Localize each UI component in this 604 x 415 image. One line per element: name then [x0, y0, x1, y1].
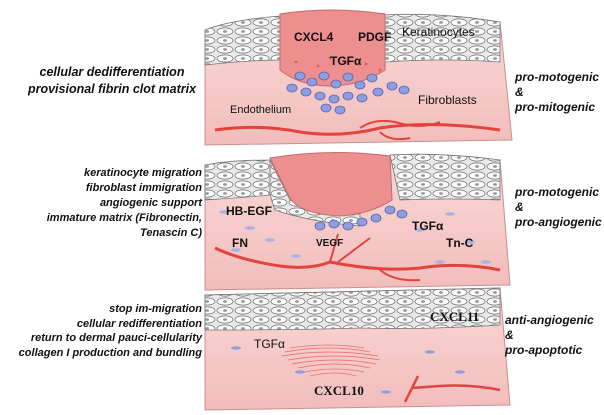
panel3-right-text: anti-angiogenic & pro-apoptotic: [505, 313, 604, 358]
panel2-left-text: keratinocyte migration fibroblast immigr…: [20, 166, 202, 241]
label-fn: FN: [232, 236, 248, 250]
panel3-right-line-1: anti-angiogenic &: [505, 313, 594, 342]
fibroblast-cluster-2: [314, 205, 408, 231]
label-vegf: VEGF: [316, 238, 344, 249]
panel2-left-line-1: keratinocyte migration: [84, 167, 202, 179]
label-fibroblasts: Fibroblasts: [418, 93, 477, 107]
collagen-bundles: [281, 344, 381, 377]
panel1-right-line-1: pro-motogenic &: [515, 70, 599, 99]
panel2-left-line-4: immature matrix (Fibronectin,: [46, 212, 202, 224]
panel2-right-line-2: pro-angiogenic: [515, 215, 602, 229]
panel2-left-line-2: fibroblast immigration: [85, 182, 202, 194]
wound-clot-2: [269, 151, 393, 217]
label-keratinocytes: Keratinocytes: [402, 25, 475, 39]
label-endothelium: Endothelium: [230, 104, 292, 116]
label-cxcl4: CXCL4: [294, 30, 334, 44]
panel3-right-line-2: pro-apoptotic: [505, 343, 583, 357]
panel1-left-line-2: provisional fibrin clot matrix: [27, 82, 197, 96]
panel3-left-line-4: collagen I production and bundling: [18, 346, 202, 359]
panel3-left-text: stop im-migration cellular redifferentia…: [14, 302, 202, 360]
panel3-left-line-2: cellular redifferentiation: [76, 317, 202, 330]
panel2-left-line-3: angiogenic support: [99, 197, 202, 209]
fibroblast-cluster-1: [286, 71, 410, 115]
panel1-right-text: pro-motogenic & pro-mitogenic: [515, 70, 604, 115]
label-cxcl10: CXCL10: [314, 383, 364, 398]
panel1-left-text: cellular dedifferentiation provisional f…: [22, 64, 202, 98]
panel-2-tissue: [204, 151, 511, 291]
panel2-right-line-1: pro-motogenic &: [515, 185, 599, 214]
panel1-left-line-1: cellular dedifferentiation: [39, 65, 185, 79]
panel1-right-line-2: pro-mitogenic: [515, 100, 595, 114]
label-tgfa-2: TGFα: [412, 219, 444, 233]
label-pdgf: PDGF: [358, 30, 392, 44]
panel2-left-line-5: Tenascin C): [140, 227, 202, 239]
panel3-left-line-3: return to dermal pauci-cellularity: [30, 332, 202, 344]
label-hbegf: HB-EGF: [226, 204, 272, 218]
panel3-left-line-1: stop im-migration: [109, 303, 202, 315]
label-tgfa-3: TGFα: [254, 337, 285, 351]
panel-3-tissue: [204, 287, 511, 411]
label-cxcl11: CXCL11: [430, 309, 480, 324]
label-tgfa-1: TGFα: [330, 54, 362, 68]
label-tnc: Tn-C: [446, 236, 474, 250]
panel-1-tissue: [204, 9, 513, 146]
panel2-right-text: pro-motogenic & pro-angiogenic: [515, 185, 604, 230]
